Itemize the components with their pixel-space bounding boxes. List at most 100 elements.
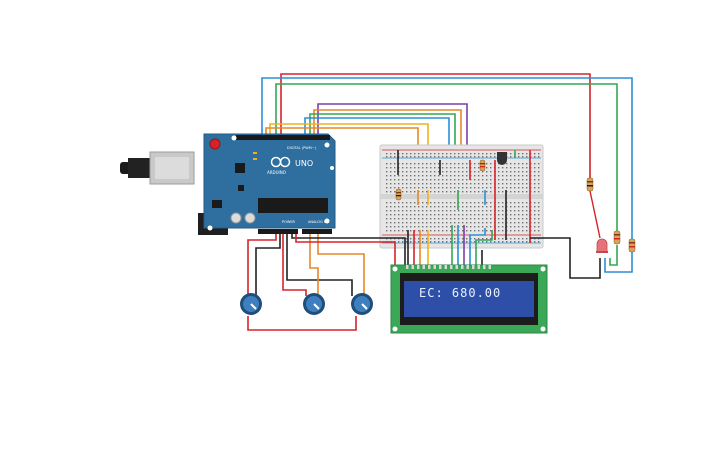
breadboard-hole[interactable] [398, 183, 400, 185]
breadboard-hole[interactable] [410, 226, 412, 228]
breadboard-hole[interactable] [490, 179, 492, 181]
breadboard-hole[interactable] [414, 218, 416, 220]
breadboard-hole[interactable] [402, 187, 404, 189]
breadboard-hole[interactable] [534, 163, 536, 165]
breadboard-hole[interactable] [426, 210, 428, 212]
breadboard-hole[interactable] [434, 214, 436, 216]
breadboard-hole[interactable] [414, 226, 416, 228]
breadboard-hole[interactable] [518, 187, 520, 189]
breadboard-hole[interactable] [394, 153, 396, 155]
breadboard-hole[interactable] [390, 226, 392, 228]
breadboard-hole[interactable] [454, 191, 456, 193]
breadboard-hole[interactable] [490, 238, 492, 240]
breadboard-hole[interactable] [486, 191, 488, 193]
breadboard-hole[interactable] [474, 202, 476, 204]
breadboard-hole[interactable] [490, 183, 492, 185]
breadboard-hole[interactable] [434, 206, 436, 208]
breadboard-hole[interactable] [478, 179, 480, 181]
breadboard-hole[interactable] [414, 156, 416, 158]
breadboard-hole[interactable] [406, 183, 408, 185]
breadboard-hole[interactable] [478, 153, 480, 155]
breadboard-hole[interactable] [414, 191, 416, 193]
breadboard-hole[interactable] [430, 206, 432, 208]
breadboard-hole[interactable] [390, 153, 392, 155]
breadboard-hole[interactable] [502, 171, 504, 173]
wire-red-pot[interactable] [247, 234, 277, 296]
breadboard-hole[interactable] [410, 187, 412, 189]
breadboard-hole[interactable] [434, 202, 436, 204]
breadboard-hole[interactable] [518, 230, 520, 232]
breadboard-hole[interactable] [466, 238, 468, 240]
breadboard-hole[interactable] [410, 183, 412, 185]
breadboard-hole[interactable] [414, 210, 416, 212]
breadboard-hole[interactable] [502, 238, 504, 240]
lcd-pin[interactable] [466, 265, 470, 269]
breadboard-hole[interactable] [482, 153, 484, 155]
breadboard-hole[interactable] [422, 230, 424, 232]
breadboard-hole[interactable] [462, 238, 464, 240]
breadboard-hole[interactable] [450, 175, 452, 177]
breadboard-hole[interactable] [462, 153, 464, 155]
breadboard-hole[interactable] [522, 202, 524, 204]
breadboard-hole[interactable] [498, 214, 500, 216]
breadboard-hole[interactable] [482, 218, 484, 220]
breadboard-hole[interactable] [510, 187, 512, 189]
temperature-sensor-icon[interactable] [497, 152, 507, 165]
breadboard-hole[interactable] [454, 163, 456, 165]
breadboard-hole[interactable] [442, 238, 444, 240]
breadboard-hole[interactable] [418, 214, 420, 216]
breadboard-hole[interactable] [502, 202, 504, 204]
breadboard-hole[interactable] [390, 222, 392, 224]
breadboard-hole[interactable] [410, 171, 412, 173]
breadboard-hole[interactable] [474, 191, 476, 193]
breadboard-hole[interactable] [422, 156, 424, 158]
breadboard-hole[interactable] [398, 210, 400, 212]
breadboard-hole[interactable] [514, 222, 516, 224]
breadboard-hole[interactable] [534, 222, 536, 224]
breadboard-hole[interactable] [466, 210, 468, 212]
lcd-pin[interactable] [461, 265, 464, 269]
breadboard-hole[interactable] [466, 230, 468, 232]
wire-blue-led[interactable] [604, 250, 633, 273]
breadboard-hole[interactable] [526, 214, 528, 216]
breadboard-hole[interactable] [478, 163, 480, 165]
breadboard-hole[interactable] [474, 175, 476, 177]
breadboard-hole[interactable] [474, 226, 476, 228]
breadboard-hole[interactable] [490, 167, 492, 169]
breadboard-hole[interactable] [514, 214, 516, 216]
breadboard-hole[interactable] [450, 183, 452, 185]
breadboard-hole[interactable] [430, 163, 432, 165]
breadboard-hole[interactable] [430, 238, 432, 240]
breadboard-hole[interactable] [422, 153, 424, 155]
breadboard-hole[interactable] [438, 167, 440, 169]
breadboard-hole[interactable] [390, 218, 392, 220]
breadboard-hole[interactable] [446, 187, 448, 189]
breadboard-hole[interactable] [478, 156, 480, 158]
breadboard-hole[interactable] [386, 171, 388, 173]
breadboard-hole[interactable] [534, 218, 536, 220]
lcd-pin[interactable] [483, 265, 486, 269]
breadboard-hole[interactable] [502, 191, 504, 193]
breadboard-hole[interactable] [394, 183, 396, 185]
breadboard-hole[interactable] [426, 191, 428, 193]
breadboard-hole[interactable] [518, 238, 520, 240]
breadboard-hole[interactable] [446, 241, 448, 243]
breadboard-hole[interactable] [402, 226, 404, 228]
breadboard-hole[interactable] [426, 222, 428, 224]
breadboard-hole[interactable] [414, 183, 416, 185]
breadboard-hole[interactable] [446, 210, 448, 212]
breadboard-hole[interactable] [494, 241, 496, 243]
breadboard-hole[interactable] [414, 167, 416, 169]
breadboard-hole[interactable] [462, 163, 464, 165]
breadboard-hole[interactable] [490, 175, 492, 177]
breadboard-hole[interactable] [406, 238, 408, 240]
breadboard-hole[interactable] [538, 241, 540, 243]
breadboard-hole[interactable] [466, 175, 468, 177]
breadboard-hole[interactable] [538, 153, 540, 155]
breadboard-hole[interactable] [394, 187, 396, 189]
breadboard-hole[interactable] [462, 175, 464, 177]
breadboard-hole[interactable] [506, 187, 508, 189]
breadboard-hole[interactable] [538, 226, 540, 228]
breadboard-hole[interactable] [486, 222, 488, 224]
breadboard-hole[interactable] [426, 163, 428, 165]
